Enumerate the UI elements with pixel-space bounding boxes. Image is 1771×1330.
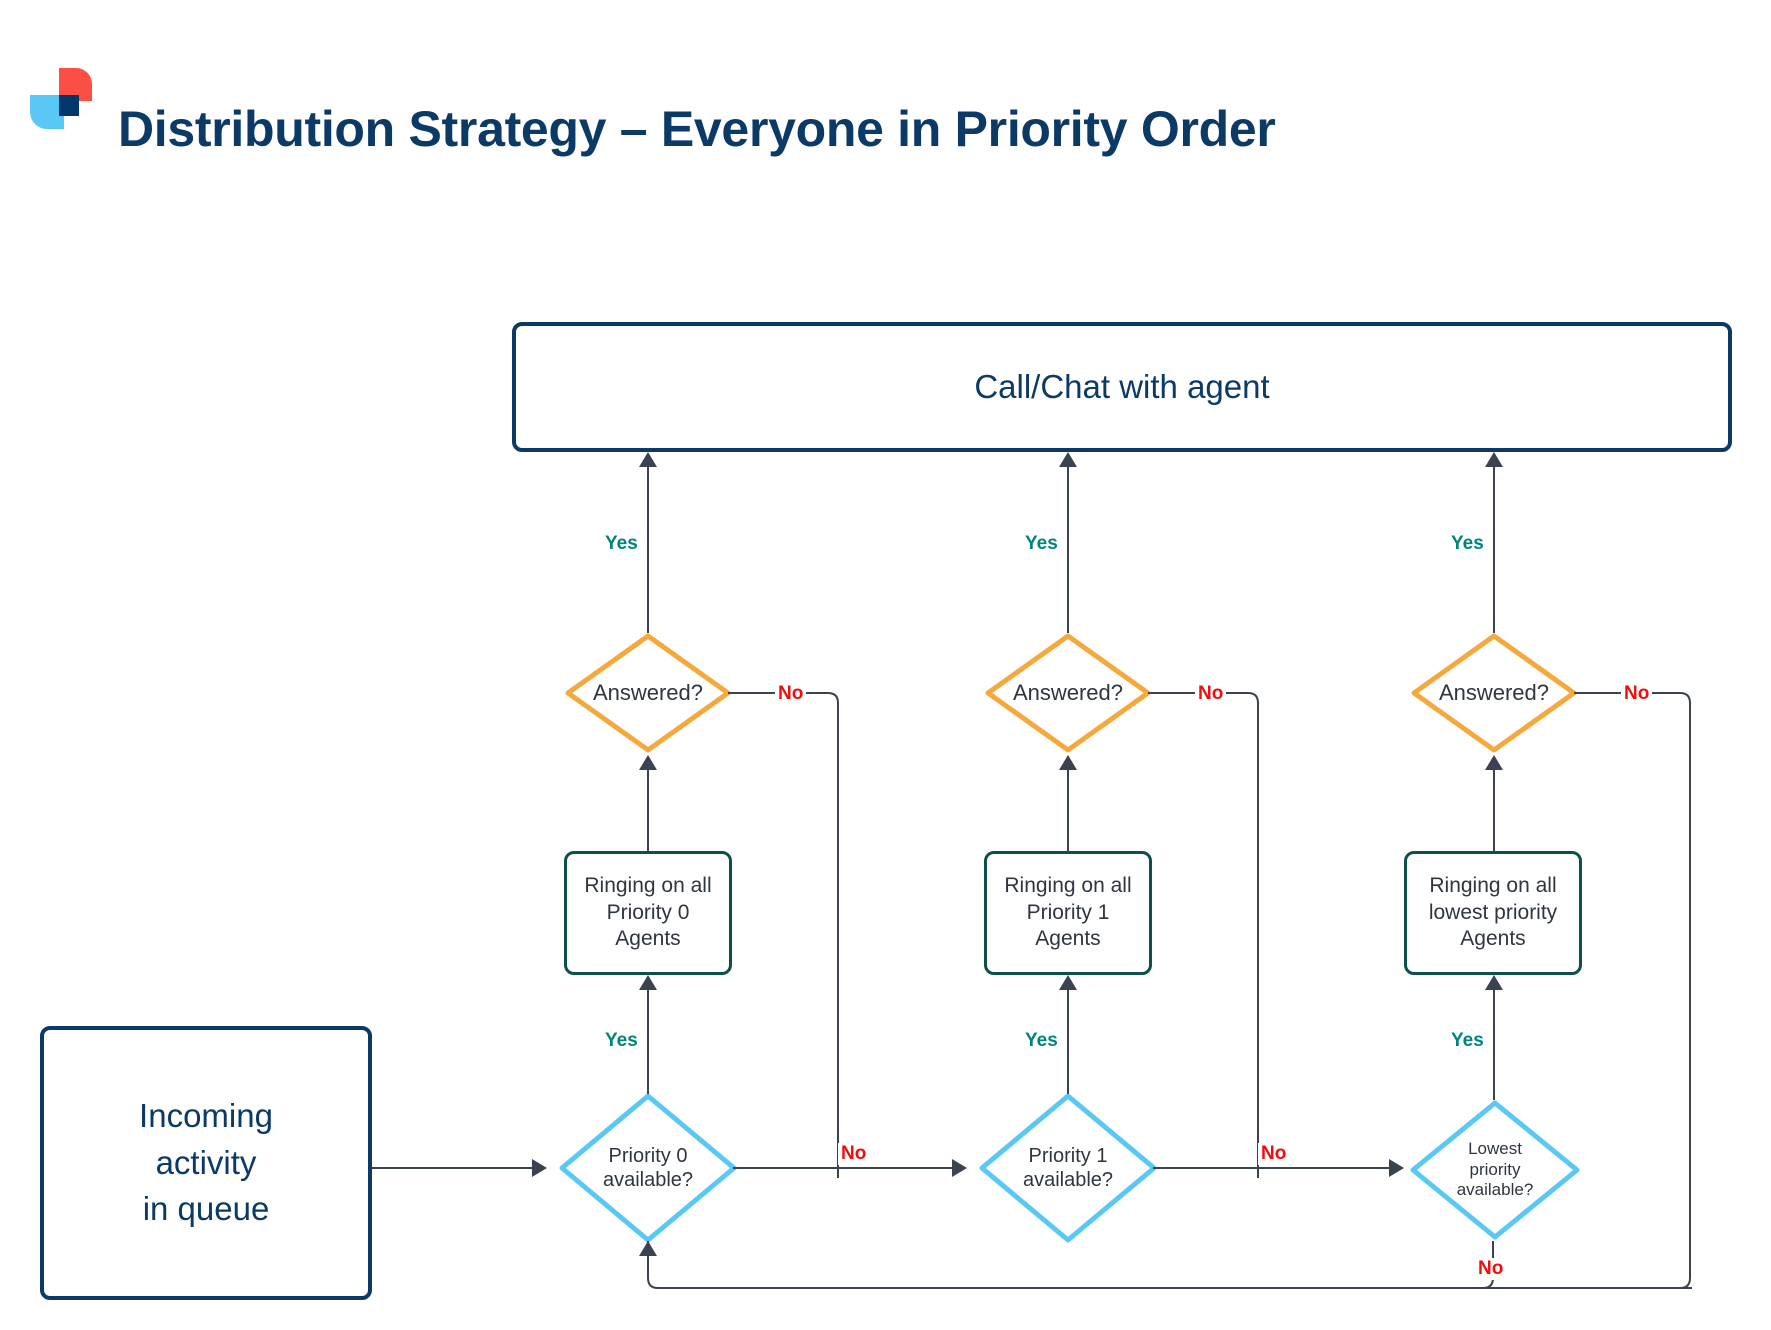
diamond-shape — [559, 1093, 737, 1243]
edge-bottom-bus — [1480, 1287, 1692, 1289]
edge-arrowhead — [1485, 452, 1503, 467]
diamond-shape — [1410, 1100, 1580, 1240]
brand-logo — [30, 68, 92, 130]
edge-arrowhead — [639, 975, 657, 990]
node-answered-2: Answered? — [1409, 631, 1579, 755]
edge-label-no: No — [775, 683, 807, 705]
edge-available-0-to-available-1 — [733, 1167, 953, 1169]
edge-label-yes: Yes — [605, 533, 638, 554]
edge-arrowhead — [1059, 452, 1077, 467]
edge-label-yes: Yes — [1451, 533, 1484, 554]
edge-label-yes: Yes — [605, 1030, 638, 1051]
node-ringing-2: Ringing on all lowest priority Agents — [1404, 851, 1582, 975]
edge-arrowhead — [639, 1241, 657, 1256]
edge-arrowhead — [1389, 1159, 1404, 1177]
edge-label-yes: Yes — [1025, 533, 1058, 554]
edge-answered-1-no — [1148, 692, 1259, 1178]
edge-answered-2-to-terminal — [1493, 467, 1495, 633]
diamond-shape — [1411, 633, 1577, 753]
edge-answered-1-to-terminal — [1067, 467, 1069, 633]
edge-arrowhead — [639, 452, 657, 467]
edge-answered-0-to-terminal — [647, 467, 649, 633]
edge-answered-2-no — [1574, 692, 1691, 1289]
node-available-0: Priority 0 available? — [558, 1092, 738, 1244]
edge-label-yes: Yes — [1025, 1030, 1058, 1051]
edge-answered-0-no — [728, 692, 839, 1178]
edge-start-to-available-0 — [372, 1167, 532, 1169]
edge-label-no: No — [1475, 1258, 1507, 1280]
node-label: Ringing on all Priority 0 Agents — [584, 873, 712, 951]
edge-arrowhead — [1485, 975, 1503, 990]
logo-navy-square — [59, 95, 79, 116]
node-label: Ringing on all Priority 1 Agents — [1004, 873, 1132, 951]
edge-available-0-to-ringing-0 — [647, 990, 649, 1094]
node-available-2: Lowest priority available? — [1409, 1099, 1581, 1241]
page-title: Distribution Strategy – Everyone in Prio… — [118, 101, 1276, 157]
edge-available-1-to-available-2 — [1153, 1167, 1390, 1169]
edge-arrowhead — [952, 1159, 967, 1177]
node-label: Ringing on all lowest priority Agents — [1428, 873, 1558, 951]
edge-ringing-1-to-answered-1 — [1067, 770, 1069, 852]
edge-label-no: No — [1621, 683, 1653, 705]
node-label: Incoming activity in queue — [139, 1096, 273, 1228]
edge-ringing-2-to-answered-2 — [1493, 770, 1495, 852]
edge-label-yes: Yes — [1451, 1030, 1484, 1051]
node-answered-1: Answered? — [983, 631, 1153, 755]
node-incoming-activity-in-queue: Incoming activity in queue — [40, 1026, 372, 1300]
node-answered-0: Answered? — [563, 631, 733, 755]
logo-blue-shape — [30, 95, 64, 129]
edge-label-no: No — [838, 1143, 870, 1165]
node-call-chat-with-agent: Call/Chat with agent — [512, 322, 1732, 452]
edge-ringing-0-to-answered-0 — [647, 770, 649, 852]
edge-available-2-to-ringing-2 — [1493, 990, 1495, 1100]
node-ringing-0: Ringing on all Priority 0 Agents — [564, 851, 732, 975]
edge-available-1-to-ringing-1 — [1067, 990, 1069, 1094]
node-ringing-1: Ringing on all Priority 1 Agents — [984, 851, 1152, 975]
node-available-1: Priority 1 available? — [978, 1092, 1158, 1244]
node-label: Call/Chat with agent — [974, 368, 1270, 405]
diamond-shape — [985, 633, 1151, 753]
edge-arrowhead — [1059, 975, 1077, 990]
edge-label-no: No — [1195, 683, 1227, 705]
diamond-shape — [979, 1093, 1157, 1243]
edge-label-no: No — [1258, 1143, 1290, 1165]
edge-available-2-no-loopback — [647, 1241, 1494, 1289]
edge-arrowhead — [532, 1159, 547, 1177]
diamond-shape — [565, 633, 731, 753]
edge-arrowhead — [1059, 755, 1077, 770]
edge-arrowhead — [1485, 755, 1503, 770]
edge-arrowhead — [639, 755, 657, 770]
